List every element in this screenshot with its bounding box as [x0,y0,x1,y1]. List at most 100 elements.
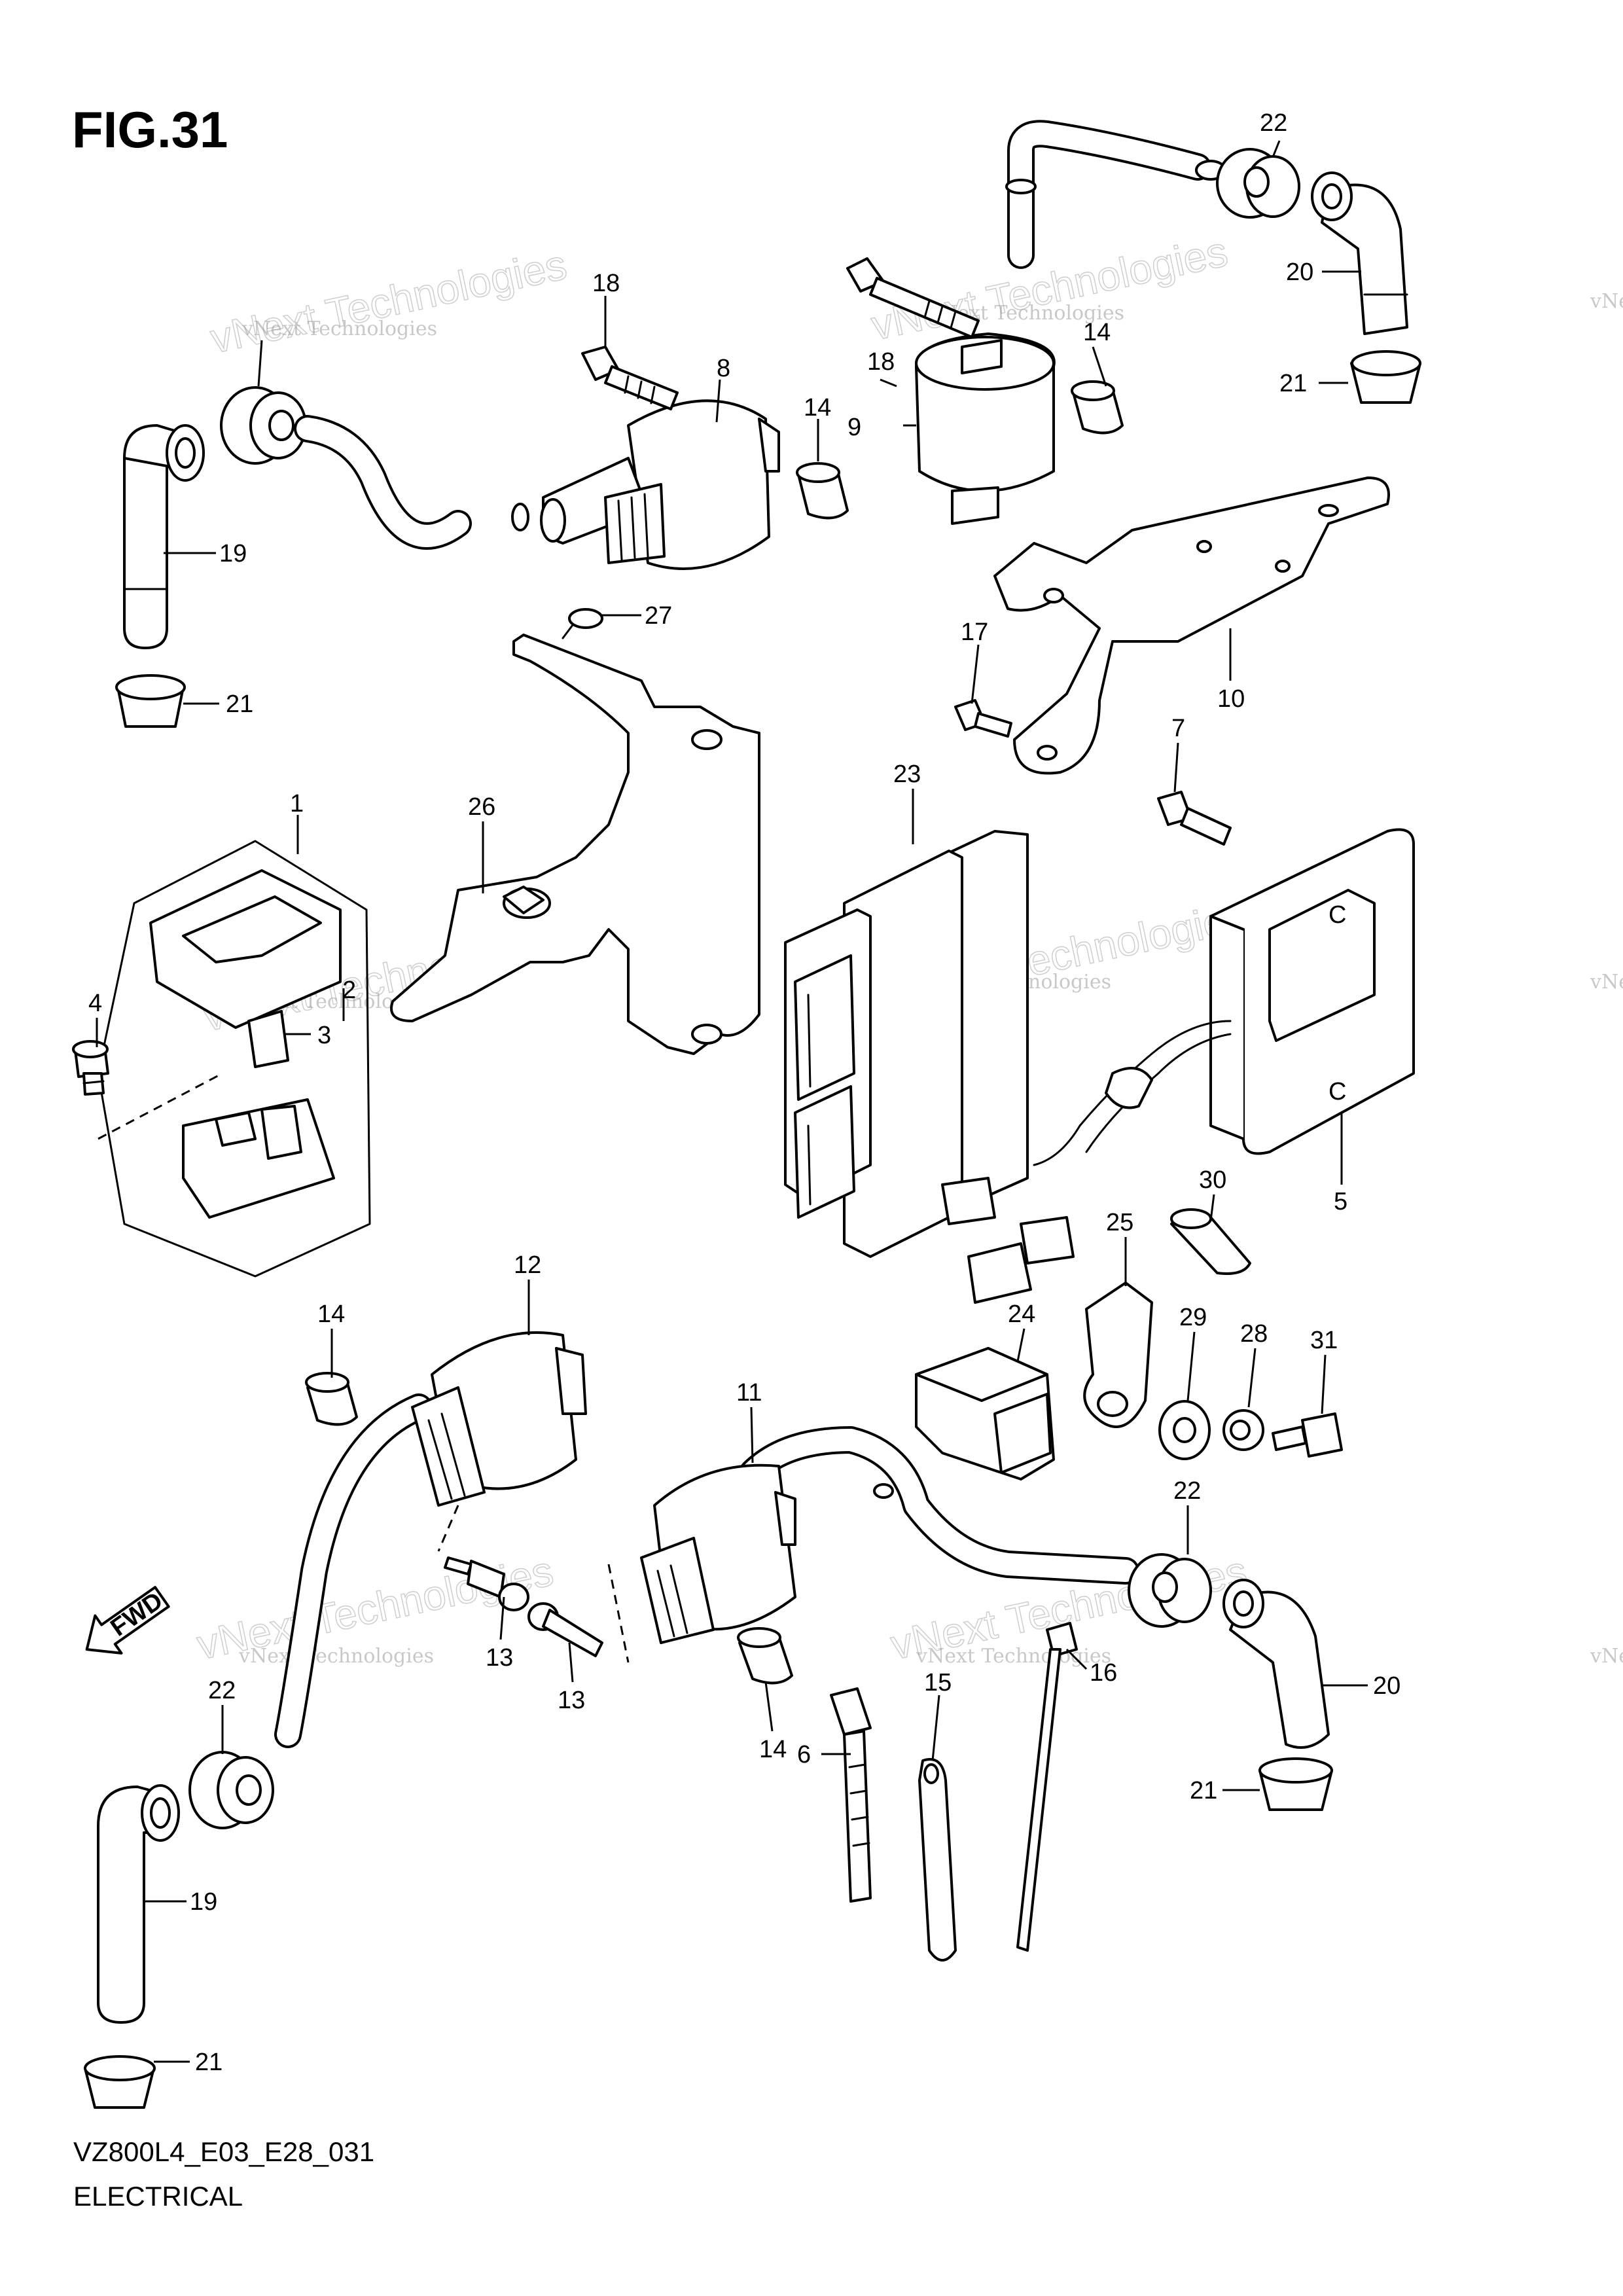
callout-25: 25 [1106,1209,1133,1236]
clamp-6 [830,1687,872,1903]
watermark-edge: vNe [1590,971,1623,994]
callout-21: 21 [1279,370,1307,397]
callout-1: 1 [290,790,304,817]
fuse-box-group-1 [97,840,371,1278]
leader-lines [96,140,1368,2063]
collar-30 [1170,1208,1251,1275]
ecm-23 [784,830,1029,1258]
collar-14-mid-left [305,1372,358,1426]
dash-line-4 [98,1072,223,1140]
figure-title: FIG.31 [72,101,228,158]
seal-21-mid-right [1258,1757,1333,1811]
bolt-13-b [527,1602,603,1657]
watermark-small: vNext Technologies [238,1645,434,1668]
seal-21-bottom-left [84,2055,156,2109]
callout-22: 22 [1173,1477,1201,1505]
collar-14-mid-right [737,1627,793,1685]
seal-21-top-left [115,674,186,728]
collar-28 [1222,1409,1264,1451]
bolt-31 [1272,1412,1343,1458]
callout-13: 13 [486,1644,513,1672]
callouts: 22 18 8 14 9 20 21 19 21 27 17 10 7 23 1… [88,109,1400,2076]
callout-21: 21 [226,691,253,718]
band-15 [918,1758,957,1962]
dash-line-11 [607,1564,630,1663]
figure-caption: ELECTRICAL [73,2181,243,2212]
bolt-7 [1157,791,1232,846]
callout-18: 18 [592,270,620,297]
callout-5: 5 [1334,1188,1347,1215]
regulator-5: C C [1209,828,1415,1155]
svg-text:C: C [1329,1078,1346,1105]
callout-30: 30 [1199,1166,1226,1194]
callout-10: 10 [1217,685,1245,713]
watermark-small: vNext Technologies [241,317,437,340]
collar-14-top-right [1071,380,1124,435]
callout-15: 15 [924,1669,952,1696]
callout-14: 14 [317,1300,345,1328]
bolt-13-a [444,1556,529,1611]
grommet-22-mid-right [1128,1553,1212,1628]
callout-31: 31 [1310,1327,1338,1354]
callout-11: 11 [736,1379,762,1407]
callout-17: 17 [961,619,988,646]
callout-8: 8 [717,355,730,382]
callout-13: 13 [558,1687,585,1714]
grommet-22-top-right [1216,148,1300,219]
callout-16: 16 [1090,1659,1117,1687]
hv-lead-11 [739,1426,1139,1585]
plug-cap-20-top [1311,171,1408,335]
watermark-large: vNext Technologies [867,228,1232,350]
watermark-edge: vNe [1590,1645,1623,1668]
collar-14-top-mid [796,462,849,520]
hv-lead-top-left [294,415,529,550]
hv-lead-12 [274,1393,433,1748]
plug-cap-19-top [123,424,205,649]
callout-20: 20 [1286,259,1313,286]
ignition-coil-8 [540,399,780,570]
dash-line-12 [437,1505,459,1552]
bracket-10 [993,476,1390,775]
callout-20: 20 [1373,1672,1400,1700]
callout-14: 14 [1083,319,1111,346]
callout-4: 4 [88,990,102,1017]
bolt-4 [72,1040,109,1096]
callout-29: 29 [1179,1304,1207,1331]
figure-code: VZ800L4_E03_E28_031 [73,2136,374,2167]
watermark-small: vNext Technologies [916,1645,1111,1668]
bracket-26 [390,634,760,1055]
callout-21: 21 [1190,1777,1217,1804]
callout-3: 3 [317,1022,331,1049]
callout-6: 6 [797,1741,811,1768]
bolt-17 [954,699,1012,738]
callout-19: 19 [190,1888,217,1916]
callout-14: 14 [759,1736,787,1763]
screw-27 [562,608,603,639]
grommet-22-bottom-left [188,1751,274,1829]
plug-cap-20-bottom [1222,1579,1330,1749]
ignition-coil-12 [411,1331,587,1507]
callout-26: 26 [468,793,495,821]
bolt-18-right [846,257,980,338]
fwd-arrow: FWD [85,1586,170,1655]
bracket-25 [1083,1282,1153,1428]
callout-21: 21 [195,2049,223,2076]
callout-14: 14 [804,394,831,422]
regulator-harness [941,1020,1232,1304]
tie-16 [1016,1622,1078,1952]
watermark-edge: vNe [1590,290,1623,313]
svg-text:C: C [1329,901,1346,929]
ignition-coil-9 [915,332,1056,525]
callout-24: 24 [1008,1300,1035,1328]
callout-9: 9 [847,414,861,441]
relay-24 [915,1347,1055,1480]
plug-cap-19-bottom [97,1784,180,2024]
callout-2: 2 [342,977,356,1004]
callout-27: 27 [645,602,672,630]
bolt-18-left [581,346,679,410]
callout-19: 19 [219,540,247,567]
ignition-coil-11 [640,1463,796,1644]
callout-18: 18 [867,348,895,376]
seal-21-top-right [1350,350,1421,404]
